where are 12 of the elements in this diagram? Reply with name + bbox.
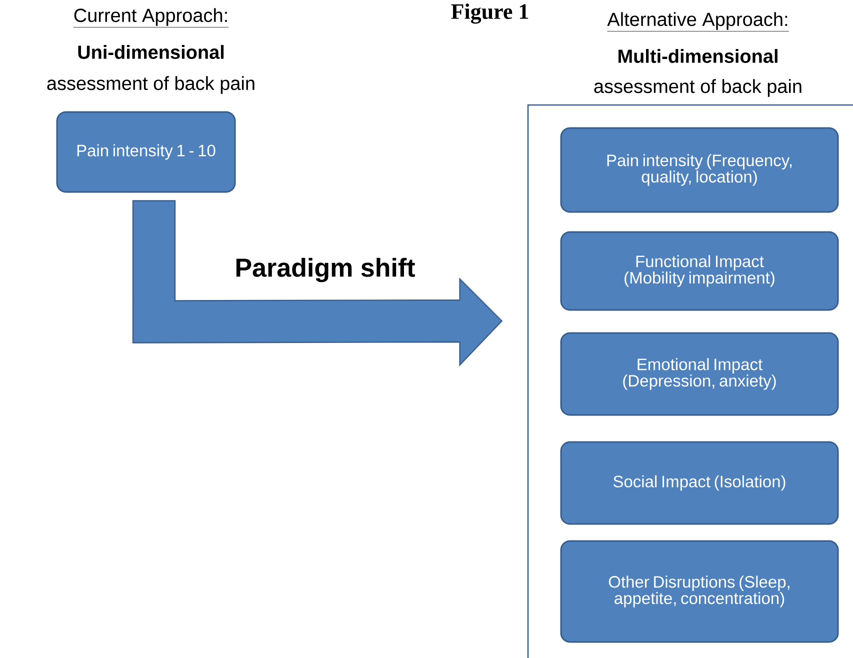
process-box: Social Impact (Isolation): [560, 441, 839, 525]
title: Figure 1: [451, 4, 528, 24]
heading-text: assessment of back pain: [47, 76, 254, 94]
process-box: Pain intensity 1 - 10: [56, 111, 236, 193]
process-box: Emotional Impact (Depression, anxiety): [560, 332, 839, 416]
process-box: Functional Impact (Mobility impairment): [560, 231, 839, 311]
process-box: Other Disruptions (Sleep, appetite, concentration): [560, 540, 839, 643]
heading-text: Current Approach:: [73, 8, 229, 28]
heading-text: Uni-dimensional: [78, 45, 224, 59]
bent-arrow: [132, 200, 503, 366]
process-box: Pain intensity (Frequency, quality, location): [560, 127, 839, 213]
edge-label: Paradigm shift: [236, 258, 415, 282]
